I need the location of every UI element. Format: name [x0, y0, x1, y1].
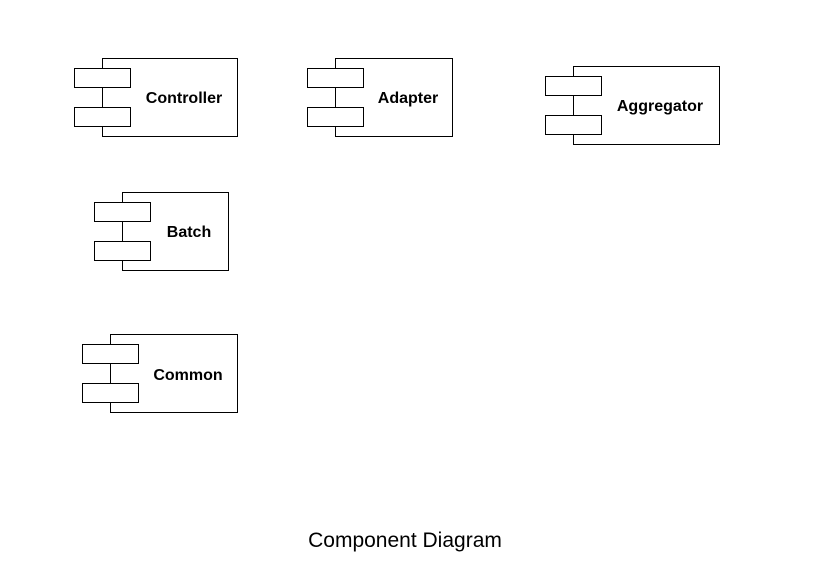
component-label-adapter: Adapter — [378, 90, 438, 107]
port-bottom — [82, 383, 139, 403]
component-common[interactable]: Common — [82, 334, 238, 413]
port-bottom — [307, 107, 364, 127]
port-bottom — [545, 115, 602, 135]
component-batch[interactable]: Batch — [94, 192, 229, 271]
component-label-common: Common — [153, 367, 222, 384]
port-top — [94, 202, 151, 222]
port-bottom — [74, 107, 131, 127]
component-controller[interactable]: Controller — [74, 58, 238, 137]
component-label-batch: Batch — [167, 224, 211, 241]
port-top — [82, 344, 139, 364]
component-label-controller: Controller — [146, 90, 222, 107]
diagram-caption: Component Diagram — [308, 529, 502, 552]
component-aggregator[interactable]: Aggregator — [545, 66, 720, 145]
port-top — [74, 68, 131, 88]
port-top — [307, 68, 364, 88]
component-adapter[interactable]: Adapter — [307, 58, 453, 137]
port-bottom — [94, 241, 151, 261]
component-label-aggregator: Aggregator — [617, 98, 703, 115]
port-top — [545, 76, 602, 96]
